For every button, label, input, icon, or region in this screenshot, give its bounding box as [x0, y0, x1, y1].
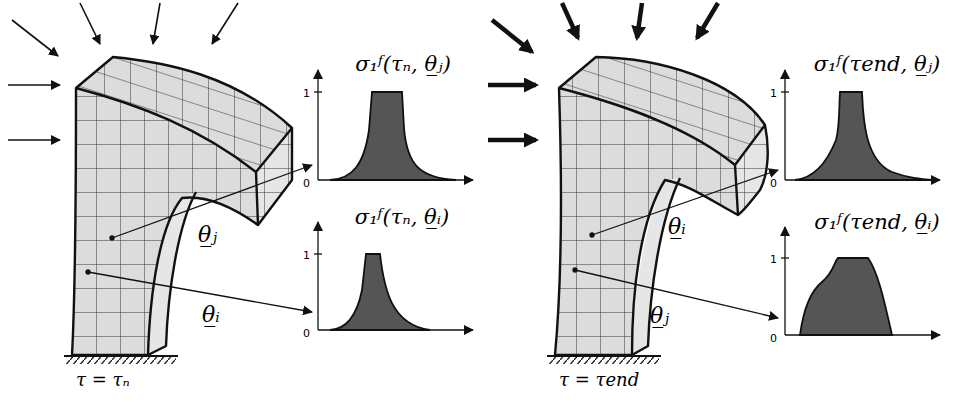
beam-undeformed [64, 57, 292, 364]
material-point [573, 268, 577, 272]
y-axis [317, 222, 318, 330]
beam-deformed [547, 57, 768, 364]
y-axis [784, 227, 785, 335]
axis-tick-label: 1 [770, 87, 777, 100]
mesh-lines [256, 128, 292, 225]
material-point [86, 270, 90, 274]
plot-panel: σ₁ᶠ(τₙ, θ̲ⱼ) 1 0 [288, 40, 488, 200]
distribution-plots [314, 70, 940, 335]
load-arrows [8, 3, 238, 140]
y-axis [784, 70, 785, 180]
plot-panel: σ₁ᶠ(τend, θ̲ⱼ) 1 0 [755, 40, 955, 200]
distribution-area [795, 92, 935, 180]
axis-tick-label: 1 [770, 253, 777, 266]
leader-arrow [88, 272, 312, 312]
axis-tick-label: 0 [770, 332, 777, 345]
axis-tick-mark [781, 91, 789, 92]
point-label: θ̲ᵢ [668, 214, 686, 239]
x-axis [785, 179, 940, 180]
distribution-area [330, 92, 456, 180]
beam-outline [555, 57, 768, 355]
leader-arrow [575, 270, 778, 318]
distribution-area [330, 254, 430, 330]
point-label: θ̲ⱼ [198, 222, 217, 247]
x-axis [318, 329, 473, 330]
load-arrow [212, 3, 238, 44]
axis-tick-label: 1 [303, 87, 310, 100]
load-arrow [488, 138, 536, 143]
plot-panel: σ₁ᶠ(τₙ, θ̲ᵢ) 1 0 [288, 190, 488, 350]
point-label: θ̲ᵢ [202, 302, 220, 327]
distribution-area [800, 258, 892, 335]
load-arrow [562, 3, 578, 38]
axis-tick-mark [314, 253, 322, 254]
x-axis [785, 334, 940, 335]
load-arrow [488, 83, 536, 88]
time-label: τ = τₙ [76, 369, 130, 390]
axis-tick-mark [314, 91, 322, 92]
material-point [590, 233, 594, 237]
mesh-lines [72, 88, 258, 355]
plot-title: σ₁ᶠ(τend, θ̲ᵢ) [814, 210, 939, 234]
leader-lines [86, 165, 312, 312]
y-axis [317, 70, 318, 180]
x-axis [318, 179, 473, 180]
load-arrows-increased [488, 3, 718, 140]
load-arrow [8, 84, 60, 86]
plot-title: σ₁ᶠ(τₙ, θ̲ⱼ) [355, 52, 451, 76]
load-arrow [8, 139, 60, 141]
fixed-support-hatch [549, 356, 659, 364]
load-arrow [697, 3, 718, 38]
beam-outline [72, 57, 292, 355]
material-point [110, 236, 114, 240]
fixed-support-line [64, 355, 178, 357]
axis-tick-label: 0 [303, 327, 310, 340]
plot-title: σ₁ᶠ(τₙ, θ̲ᵢ) [355, 205, 449, 229]
leader-lines [573, 170, 778, 318]
load-arrow [12, 20, 58, 56]
axis-tick-label: 0 [770, 177, 777, 190]
load-arrow [153, 3, 160, 44]
load-arrow [492, 20, 532, 52]
load-arrow [637, 3, 642, 38]
beam-front-face [72, 88, 258, 355]
axis-tick-label: 1 [303, 249, 310, 262]
plot-panel: σ₁ᶠ(τend, θ̲ᵢ) 1 0 [755, 195, 955, 355]
fixed-support-hatch [66, 356, 176, 364]
time-label: τ = τend [559, 369, 639, 390]
axis-tick-mark [781, 257, 789, 258]
load-arrow [80, 3, 100, 44]
axis-tick-label: 0 [303, 177, 310, 190]
beam-end-face [256, 128, 292, 225]
point-label: θ̲ⱼ [650, 303, 669, 328]
fixed-support-line [547, 355, 661, 357]
plot-title: σ₁ᶠ(τend, θ̲ⱼ) [814, 52, 941, 76]
